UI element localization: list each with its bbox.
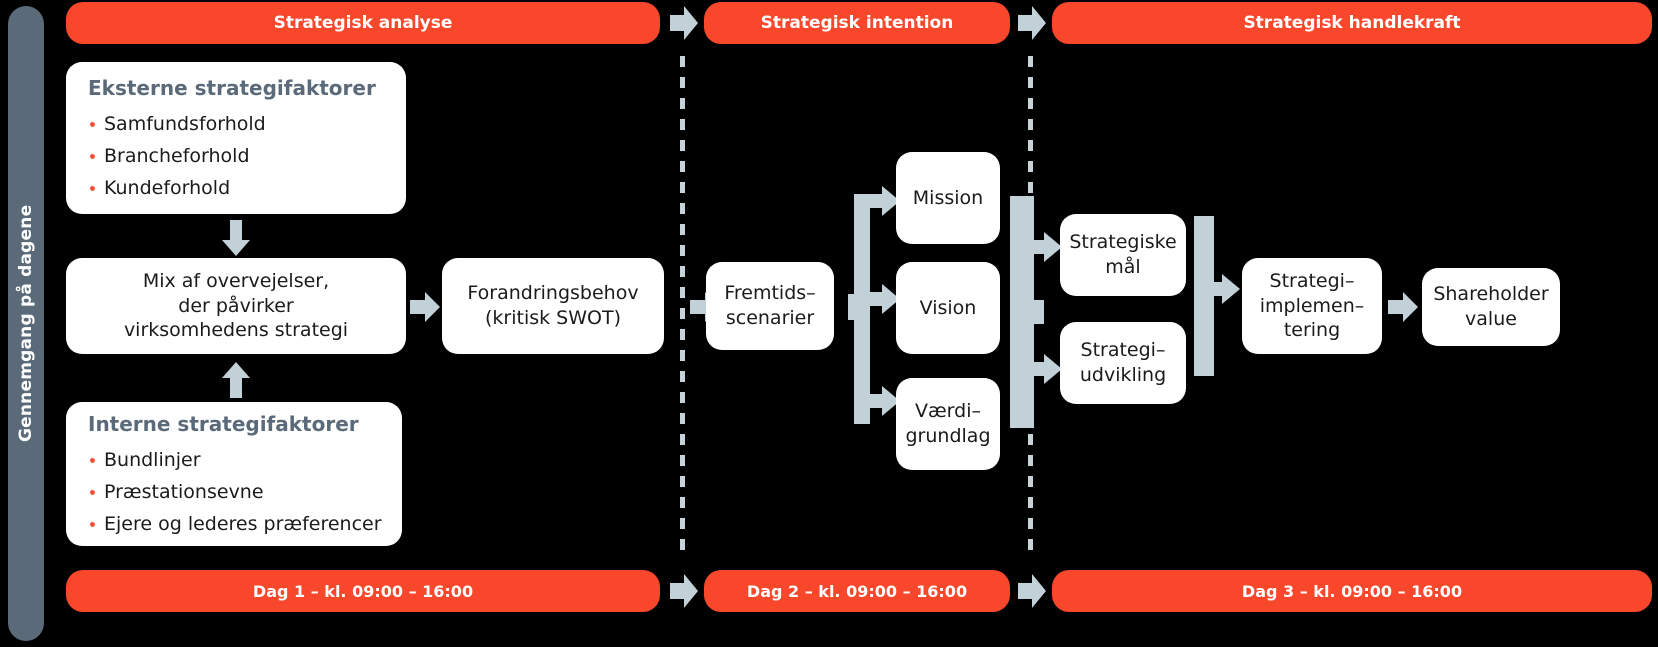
card-vision[interactable]: Vision xyxy=(896,262,1000,354)
list-item: Brancheforhold xyxy=(88,145,386,169)
connector-fanin-goals-development-icon xyxy=(1010,196,1062,428)
card-vision-line: Vision xyxy=(919,296,977,319)
card-forandringsbehov-line: Forandringsbehov xyxy=(467,282,639,305)
day-pill-dag-3[interactable]: Dag 3 – kl. 09:00 – 16:00 xyxy=(1052,570,1652,612)
day-arrow-2-icon xyxy=(1018,574,1046,608)
connector-fanout-mission-vision-values-icon xyxy=(848,186,900,432)
card-strategiske-maal-line: mål xyxy=(1105,256,1141,278)
connector-fanin-implementering-icon xyxy=(1194,216,1240,376)
card-fremtidsscenarier-line: Fremtids– xyxy=(724,282,816,305)
phase-divider-1 xyxy=(680,56,685,559)
card-vaerdigrundlag-line: grundlag xyxy=(905,425,991,447)
card-shareholder-value-line: value xyxy=(1465,308,1517,330)
card-shareholder-value-line: Shareholder xyxy=(1433,283,1549,306)
card-forandringsbehov[interactable]: Forandringsbehov (kritisk SWOT) xyxy=(442,258,664,354)
card-eksterne-strategifaktorer[interactable]: Eksterne strategifaktorer Samfundsforhol… xyxy=(66,62,406,214)
card-interne-list: Bundlinjer Præstationsevne Ejere og lede… xyxy=(86,449,382,536)
card-mix-line: der påvirker xyxy=(178,294,294,317)
card-strategiske-maal[interactable]: Strategiske mål xyxy=(1060,214,1186,296)
card-interne-title: Interne strategifaktorer xyxy=(88,412,359,437)
arrow-external-to-mix-icon xyxy=(222,220,250,256)
arrow-implementering-to-shareholder-icon xyxy=(1388,292,1418,322)
card-mix-line: virksomhedens strategi xyxy=(123,319,349,342)
card-mix-af-overvejelser[interactable]: Mix af overvejelser, der påvirker virkso… xyxy=(66,258,406,354)
day-pill-dag-1[interactable]: Dag 1 – kl. 09:00 – 16:00 xyxy=(66,570,660,612)
card-strategi-implementering-line: implemen– xyxy=(1259,294,1365,317)
list-item: Kundeforhold xyxy=(88,177,386,201)
card-vaerdigrundlag[interactable]: Værdi– grundlag xyxy=(896,378,1000,470)
left-rail xyxy=(8,6,44,641)
phase-pill-strategisk-handlekraft[interactable]: Strategisk handlekraft xyxy=(1052,2,1652,44)
card-mix-line: Mix af overvejelser, xyxy=(142,269,330,292)
card-strategi-implementering-line: Strategi– xyxy=(1269,269,1355,292)
day-arrow-1-icon xyxy=(670,574,698,608)
list-item: Bundlinjer xyxy=(88,449,382,473)
list-item: Ejere og lederes præferencer xyxy=(88,513,382,537)
phase-arrow-2-icon xyxy=(1018,6,1046,40)
card-strategi-implementering-line: tering xyxy=(1283,319,1341,342)
card-strategiudvikling[interactable]: Strategi– udvikling xyxy=(1060,322,1186,404)
day-pill-dag-2[interactable]: Dag 2 – kl. 09:00 – 16:00 xyxy=(704,570,1010,612)
arrow-mix-to-change-icon xyxy=(410,292,440,322)
card-strategi-implementering[interactable]: Strategi– implemen– tering xyxy=(1242,258,1382,354)
card-forandringsbehov-line: (kritisk SWOT) xyxy=(485,307,621,329)
card-mission[interactable]: Mission xyxy=(896,152,1000,244)
card-vaerdigrundlag-line: Værdi– xyxy=(915,400,981,423)
card-strategiudvikling-line: Strategi– xyxy=(1080,339,1166,362)
list-item: Præstationsevne xyxy=(88,481,382,505)
card-fremtidsscenarier-line: scenarier xyxy=(725,307,815,329)
card-strategiske-maal-line: Strategiske xyxy=(1069,231,1177,254)
left-rail-label: Gennemgang på dagene xyxy=(16,204,36,443)
card-shareholder-value[interactable]: Shareholder value xyxy=(1422,268,1560,346)
phase-pill-strategisk-analyse[interactable]: Strategisk analyse xyxy=(66,2,660,44)
card-mission-line: Mission xyxy=(912,186,984,209)
phase-pill-strategisk-intention[interactable]: Strategisk intention xyxy=(704,2,1010,44)
card-fremtidsscenarier[interactable]: Fremtids– scenarier xyxy=(706,262,834,350)
phase-arrow-1-icon xyxy=(670,6,698,40)
card-eksterne-list: Samfundsforhold Brancheforhold Kundeforh… xyxy=(86,113,386,200)
card-interne-strategifaktorer[interactable]: Interne strategifaktorer Bundlinjer Præs… xyxy=(66,402,402,546)
card-eksterne-title: Eksterne strategifaktorer xyxy=(88,76,376,101)
arrow-internal-to-mix-icon xyxy=(222,362,250,398)
card-strategiudvikling-line: udvikling xyxy=(1079,364,1167,386)
list-item: Samfundsforhold xyxy=(88,113,386,137)
